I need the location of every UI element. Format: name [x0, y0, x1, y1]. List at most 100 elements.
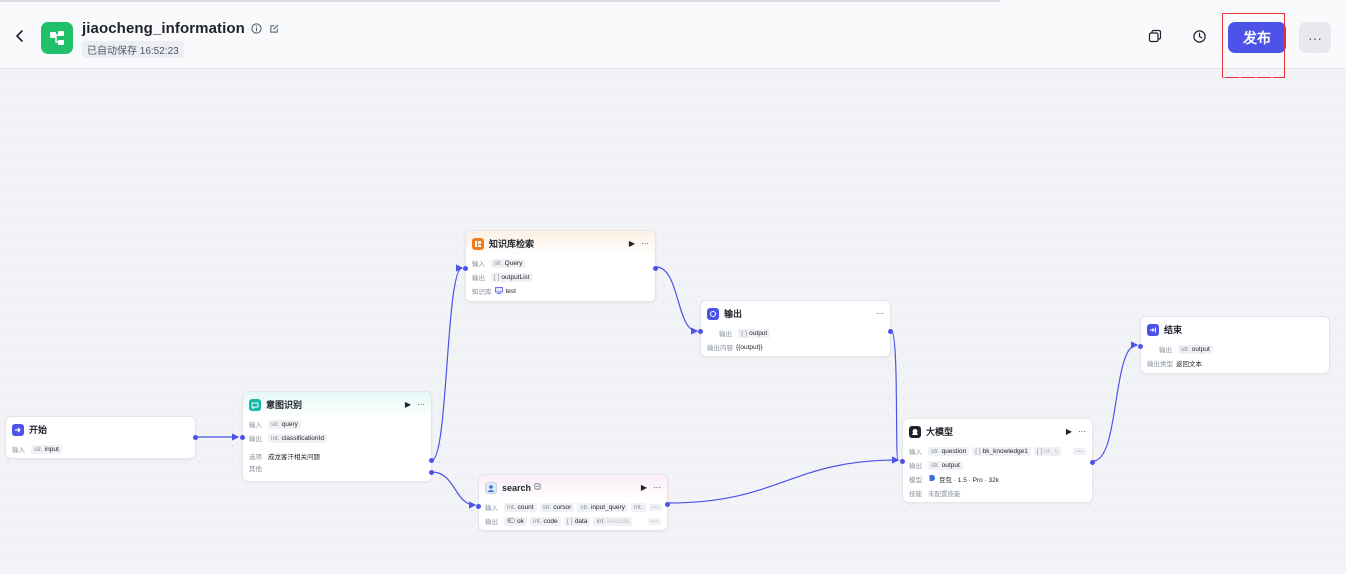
node-end-title: 结束	[1164, 325, 1183, 335]
node-kb-input-port[interactable]	[463, 266, 468, 271]
node-search-output-row: 输出 ok int.code { }data int.errcode ···	[479, 514, 667, 528]
param-tag: str.query	[268, 419, 301, 429]
param-type: [ ]	[1036, 447, 1043, 455]
skill-value: 未配置技能	[928, 491, 961, 498]
node-intent-input-port[interactable]	[240, 435, 245, 440]
more-icon[interactable]: ···	[417, 400, 425, 409]
row-label: 技能	[909, 491, 922, 498]
boolean-toggle-icon	[507, 517, 515, 525]
copy-button[interactable]	[1146, 27, 1164, 45]
node-llm-skill-row: 技能 未配置技能	[903, 486, 1092, 500]
param-type: int.	[633, 503, 643, 511]
node-output-header: 输出 ···	[701, 301, 890, 326]
workflow-logo-icon	[41, 22, 73, 54]
node-intent-other-port[interactable]	[429, 470, 434, 475]
run-icon[interactable]: ▶	[628, 239, 635, 248]
node-llm-title: 大模型	[926, 427, 954, 437]
row-label: 选项	[249, 454, 262, 461]
publish-button[interactable]: 发布	[1228, 22, 1286, 53]
node-knowledge-search[interactable]: 知识库检索 ▶ ··· 输入 str.Query 输出 [ ]outputLis…	[463, 230, 658, 302]
more-icon[interactable]: ···	[1078, 427, 1086, 436]
param-name: output	[941, 461, 960, 469]
edit-icon[interactable]	[269, 23, 281, 35]
row-label: 输出内容	[707, 345, 733, 352]
param-name: classificationId	[281, 434, 324, 442]
node-end-output-row: 输出 str.output	[1141, 342, 1329, 356]
node-output-content-row: 输出内容 {{output}}	[701, 340, 890, 354]
param-tag: str.Query	[491, 258, 526, 268]
node-search-input-row: 输入 int.count str.cursor str.input_query …	[479, 500, 667, 514]
more-icon[interactable]: ···	[876, 309, 884, 318]
info-icon[interactable]	[251, 23, 263, 35]
node-intent[interactable]: 意图识别 ▶ ··· 输入 str.query 输出 int.classific…	[240, 391, 434, 482]
run-icon[interactable]: ▶	[640, 483, 647, 492]
param-tag: str.input_query	[577, 502, 628, 512]
param-name: output	[749, 329, 768, 337]
node-output-title: 输出	[724, 309, 743, 319]
node-end-input-port[interactable]	[1138, 344, 1143, 349]
row-label: 输出	[472, 275, 485, 282]
row-label: 输入	[909, 449, 922, 456]
expand-params-button[interactable]: ···	[648, 503, 662, 511]
node-search-input-port[interactable]	[476, 504, 481, 509]
node-kb-output-row: 输出 [ ]outputList	[466, 270, 655, 284]
node-intent-input-row: 输入 str.query	[243, 417, 431, 431]
node-llm-input-port[interactable]	[900, 459, 905, 464]
node-kb-title: 知识库检索	[489, 239, 535, 249]
node-end-type-row: 输出类型 返回文本	[1141, 356, 1329, 370]
row-label: 输入	[472, 261, 485, 268]
llm-icon	[909, 425, 921, 438]
node-output-output-port[interactable]	[888, 329, 893, 334]
node-llm-header: 大模型 ▶ ···	[903, 419, 1092, 444]
param-tag: str.question	[928, 446, 970, 456]
expand-params-button[interactable]: ···	[1073, 447, 1086, 455]
node-start-header: 开始	[6, 417, 195, 442]
end-icon	[1147, 323, 1159, 336]
row-label: 输出	[249, 436, 262, 443]
run-icon[interactable]: ▶	[404, 400, 411, 409]
option-value: 成龙客汗相关问题	[268, 454, 320, 461]
node-intent-header: 意图识别 ▶ ···	[243, 392, 431, 417]
more-icon[interactable]: ···	[641, 239, 649, 248]
more-options-button[interactable]: ···	[1299, 22, 1331, 53]
param-name: query	[281, 420, 298, 428]
node-start-input-row: 输入 str.input	[6, 442, 195, 456]
param-type: int.	[271, 434, 280, 442]
node-intent-option-row: 选项 成龙客汗相关问题	[243, 450, 431, 462]
param-tag: int.errcode	[593, 516, 633, 526]
node-kb-input-row: 输入 str.Query	[466, 256, 655, 270]
node-actions: ▶ ···	[1066, 427, 1086, 436]
node-llm[interactable]: 大模型 ▶ ··· 输入 str.question [ ]bk_knowledg…	[900, 418, 1095, 503]
node-start-output-port[interactable]	[193, 435, 198, 440]
row-label: 输出	[1159, 347, 1172, 354]
node-llm-model-row: 模型 豆包 · 1.5 · Pro · 32k	[903, 472, 1092, 486]
more-icon[interactable]: ···	[653, 483, 661, 492]
node-search-output-port[interactable]	[665, 502, 670, 507]
node-start[interactable]: 开始 输入 str.input	[5, 416, 198, 459]
node-output-input-port[interactable]	[698, 329, 703, 334]
param-name: input_query	[590, 503, 625, 511]
expand-outputs-button[interactable]: ···	[648, 517, 661, 525]
node-llm-input-row: 输入 str.question [ ]bk_knowledge1 [ ]bk_k…	[903, 444, 1092, 458]
model-name: 豆包 · 1.5 · Pro · 32k	[939, 477, 999, 484]
param-tag: int.code	[529, 516, 561, 526]
doubao-model-icon	[928, 474, 936, 484]
node-intent-option-port[interactable]	[429, 458, 434, 463]
node-output[interactable]: 输出 ··· 输出 { }output 输出内容 {{output}}	[698, 300, 893, 357]
back-button[interactable]	[12, 26, 28, 46]
param-name: errcode	[607, 517, 630, 525]
node-search-plugin[interactable]: search ▶ ··· 输入 int.count str.cursor str…	[476, 474, 670, 531]
history-button[interactable]	[1190, 27, 1208, 45]
run-icon[interactable]: ▶	[1065, 427, 1072, 436]
param-name: input	[44, 445, 59, 453]
node-kb-output-port[interactable]	[653, 266, 658, 271]
node-llm-output-port[interactable]	[1090, 460, 1095, 465]
loading-line	[0, 0, 1000, 2]
param-type: str.	[271, 420, 280, 428]
param-tag: int.	[630, 502, 646, 512]
param-type: str.	[931, 447, 940, 455]
param-type: [ ]	[494, 273, 500, 281]
param-type: int.	[507, 503, 516, 511]
node-actions: ▶ ···	[405, 400, 425, 409]
node-end[interactable]: 结束 输出 str.output 输出类型 返回文本	[1138, 316, 1330, 374]
